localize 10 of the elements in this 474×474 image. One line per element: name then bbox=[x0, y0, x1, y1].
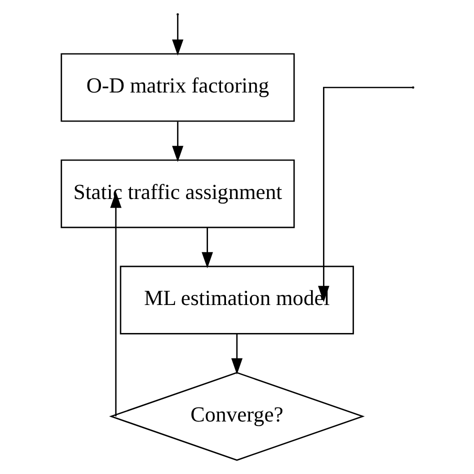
node-box: ML estimation model bbox=[119, 266, 354, 334]
node-diamond: Converge? bbox=[108, 372, 364, 461]
node-box: Static traffic assignment bbox=[60, 159, 294, 228]
arrow bbox=[318, 86, 412, 302]
node-box: O-D matrix factoring bbox=[60, 53, 294, 122]
arrow bbox=[230, 334, 242, 374]
arrow bbox=[110, 192, 122, 416]
arrow bbox=[172, 122, 183, 162]
arrow bbox=[201, 228, 212, 268]
arrow bbox=[172, 15, 183, 56]
